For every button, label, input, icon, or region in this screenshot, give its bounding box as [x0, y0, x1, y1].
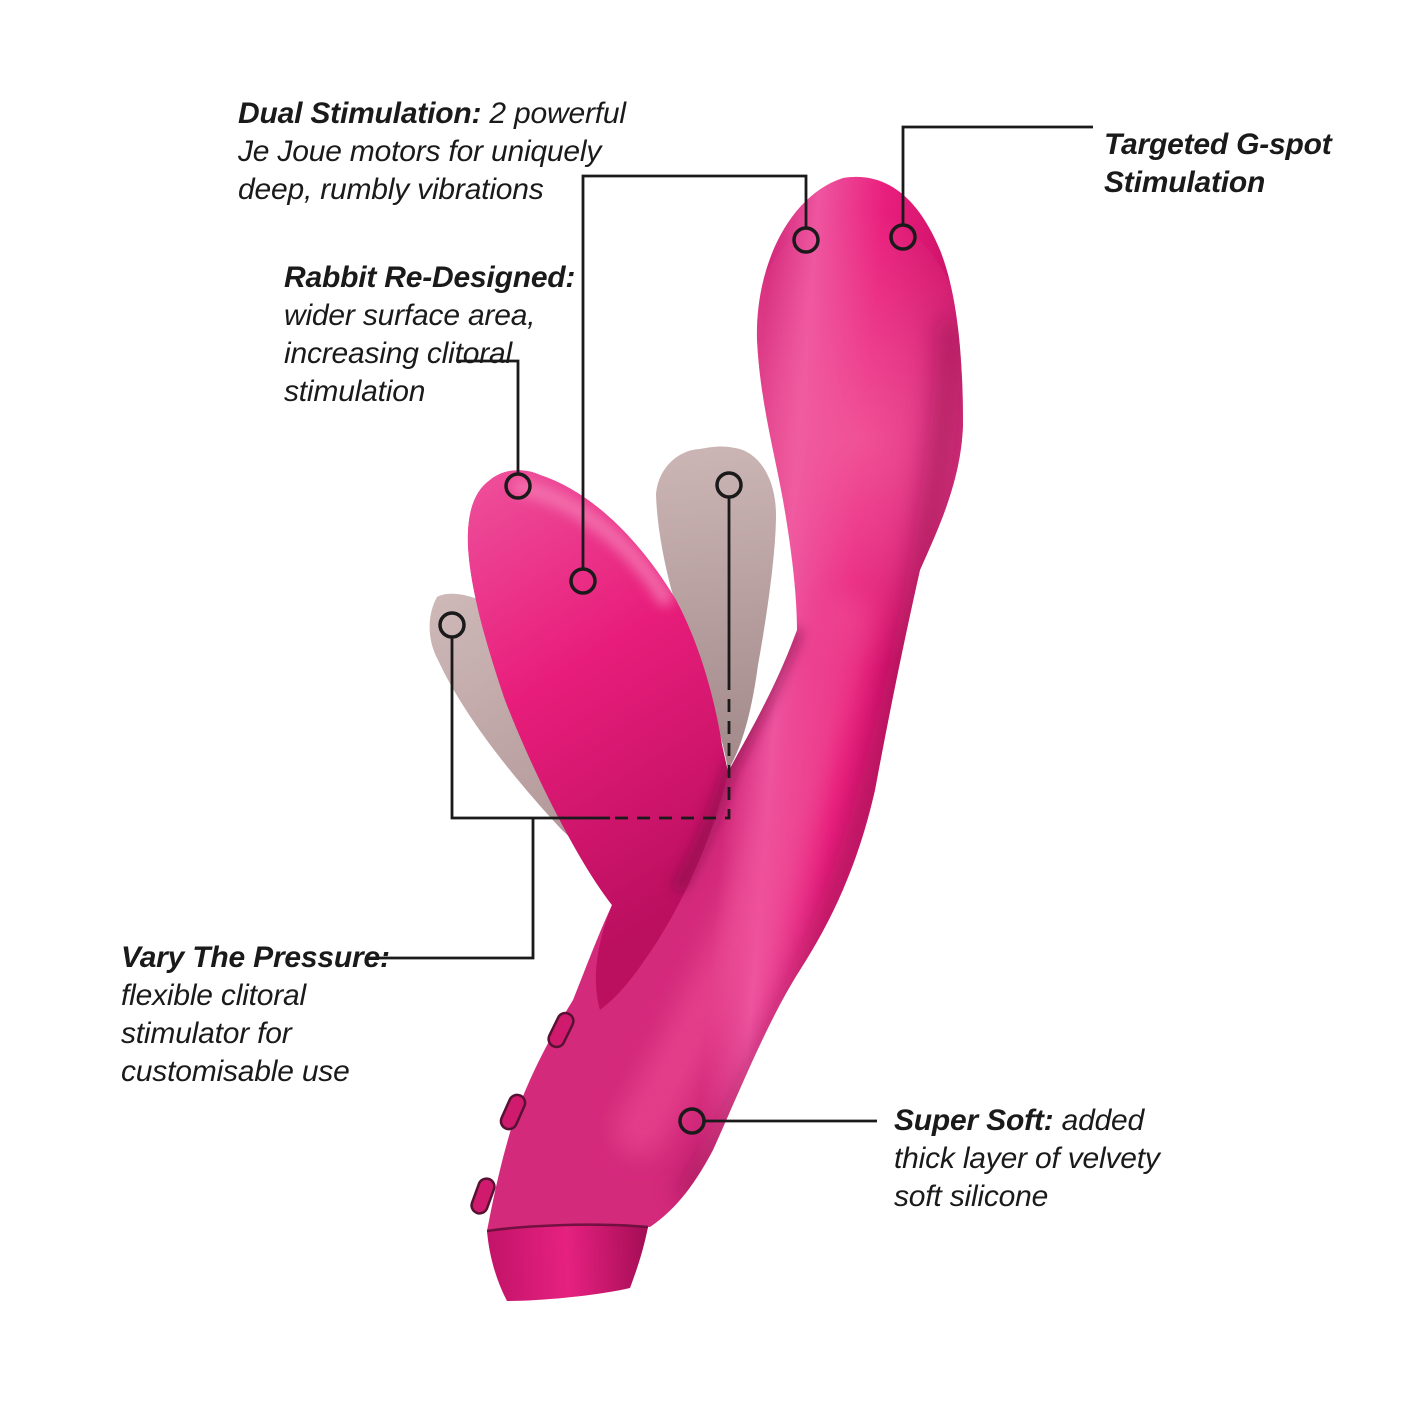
- callout-line-dual: [581, 174, 808, 569]
- label-soft-rest: added thick layer of velvety soft silico…: [894, 1104, 1160, 1213]
- marker-circle-gspot-right: [889, 223, 917, 251]
- label-vary-lead: Vary The Pressure:: [121, 941, 390, 974]
- label-rabbit-rest: wider surface area, increasing clitoral …: [284, 299, 536, 408]
- marker-circle-ghost-right: [715, 471, 743, 499]
- label-vary-pressure: Vary The Pressure: flexible clitoral sti…: [121, 901, 441, 1091]
- control-buttons: [470, 1011, 575, 1215]
- label-dual-rest: 2 powerful Je Joue motors for uniquely d…: [238, 97, 626, 206]
- ghost-arm-right: [656, 446, 776, 770]
- base-cap: [487, 1224, 648, 1301]
- label-rabbit-lead: Rabbit Re-Designed:: [284, 261, 576, 294]
- callout-line-vary-solid: [365, 497, 731, 960]
- arm-highlight: [512, 479, 673, 606]
- marker-circle-ghost-left: [438, 611, 466, 639]
- control-button: [547, 1011, 575, 1049]
- label-targeted-gspot: Targeted G-spot Stimulation: [1104, 88, 1404, 202]
- base-cap-seam: [486, 1223, 649, 1233]
- marker-circle-rabbit-body: [569, 567, 597, 595]
- callout-line-rabbit: [457, 359, 520, 474]
- label-super-soft: Super Soft: added thick layer of velvety…: [894, 1064, 1214, 1216]
- marker-circle-shaft: [678, 1107, 706, 1135]
- control-button: [470, 1177, 496, 1215]
- marker-circle-rabbit-tip: [504, 472, 532, 500]
- label-dual-stimulation: Dual Stimulation: 2 powerful Je Joue mot…: [238, 57, 658, 209]
- label-dual-lead: Dual Stimulation:: [238, 97, 482, 130]
- label-rabbit-redesigned: Rabbit Re-Designed: wider surface area, …: [284, 221, 604, 411]
- label-soft-lead: Super Soft:: [894, 1104, 1054, 1137]
- label-targeted-lead: Targeted G-spot Stimulation: [1104, 128, 1332, 199]
- label-vary-rest: flexible clitoral stimulator for customi…: [121, 979, 350, 1088]
- callout-line-targeted: [901, 125, 1093, 225]
- marker-circle-gspot-left: [792, 226, 820, 254]
- shaft-highlight: [614, 594, 871, 1156]
- callout-line-vary-dashed: [610, 677, 731, 820]
- control-button: [499, 1093, 527, 1131]
